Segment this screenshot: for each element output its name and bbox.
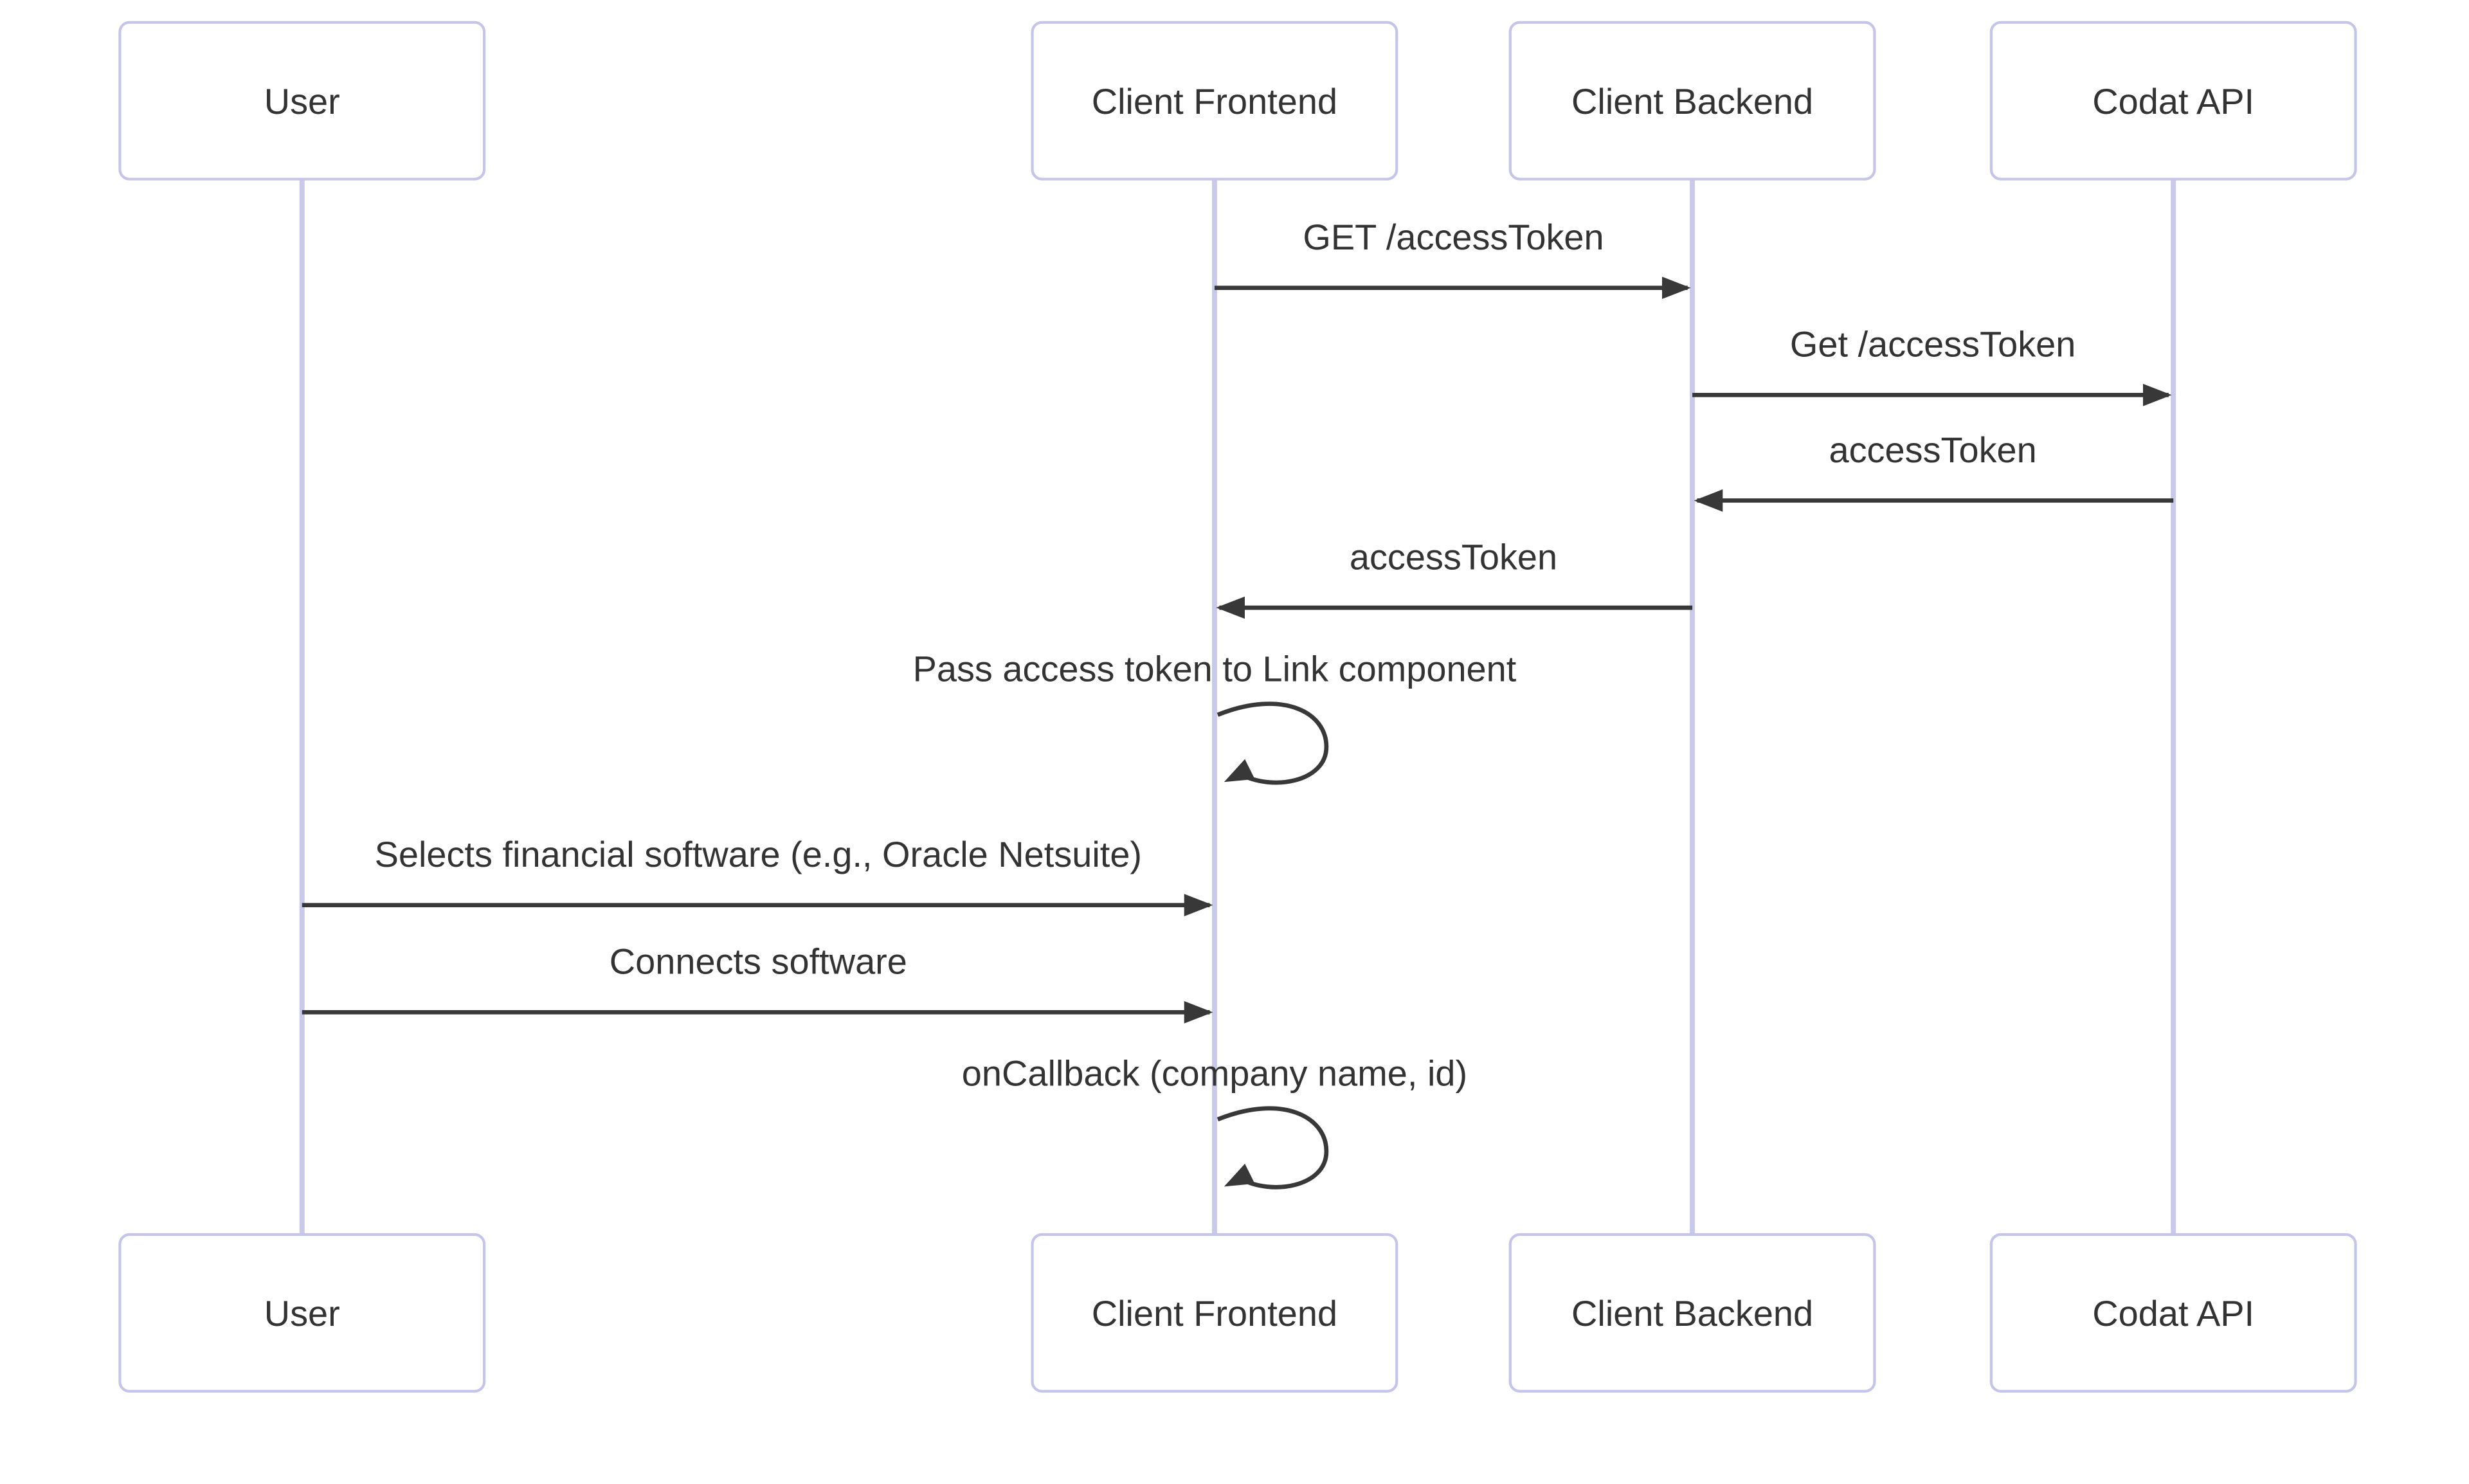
actor-box — [1989, 21, 2357, 181]
actor-label: Client Frontend — [1092, 81, 1337, 122]
message-7: Connects software — [302, 941, 1213, 1024]
actor-label: Codat API — [2092, 1293, 2254, 1334]
actor-bottom-user: User — [118, 1233, 486, 1393]
message-label: onCallback (company name, id) — [962, 1053, 1467, 1094]
self-loop-arrowhead-icon — [1224, 759, 1255, 783]
message-label: accessToken — [1829, 430, 2037, 470]
message-3: accessToken — [1694, 430, 2174, 512]
self-loop-line — [1216, 701, 1329, 785]
message-label: accessToken — [1350, 536, 1557, 577]
message-8: onCallback (company name, id) — [962, 1053, 1467, 1190]
actor-top-client-frontend: Client Frontend — [1031, 21, 1398, 181]
message-label: GET /accessToken — [1303, 217, 1604, 257]
actor-box — [1508, 21, 1876, 181]
actor-box — [118, 21, 486, 181]
actor-label: Client Frontend — [1092, 1293, 1337, 1334]
message-4: accessToken — [1216, 536, 1693, 619]
actor-box — [118, 1233, 486, 1393]
actor-label: Client Backend — [1571, 81, 1813, 122]
message-6: Selects financial software (e.g., Oracle… — [302, 834, 1213, 917]
message-label: Selects financial software (e.g., Oracle… — [375, 834, 1142, 874]
message-label: Get /accessToken — [1790, 324, 2076, 365]
actor-top-codat-api: Codat API — [1989, 21, 2357, 181]
self-loop-arrowhead-icon — [1224, 1163, 1255, 1187]
message-1: GET /accessToken — [1214, 217, 1691, 300]
actor-box — [1508, 1233, 1876, 1393]
actor-label: Codat API — [2092, 81, 2254, 122]
actor-box — [1989, 1233, 2357, 1393]
actor-box — [1031, 21, 1398, 181]
actor-bottom-codat-api: Codat API — [1989, 1233, 2357, 1393]
message-label: Pass access token to Link component — [913, 648, 1517, 689]
actor-label: Client Backend — [1571, 1293, 1813, 1334]
actor-top-user: User — [118, 21, 486, 181]
actor-bottom-client-frontend: Client Frontend — [1031, 1233, 1398, 1393]
actor-bottom-client-backend: Client Backend — [1508, 1233, 1876, 1393]
actor-top-client-backend: Client Backend — [1508, 21, 1876, 181]
message-2: Get /accessToken — [1692, 324, 2172, 406]
message-5: Pass access token to Link component — [913, 648, 1517, 785]
self-loop-line — [1216, 1106, 1329, 1190]
actor-label: User — [264, 81, 340, 122]
message-label: Connects software — [610, 941, 907, 982]
actor-box — [1031, 1233, 1398, 1393]
actor-label: User — [264, 1293, 340, 1334]
